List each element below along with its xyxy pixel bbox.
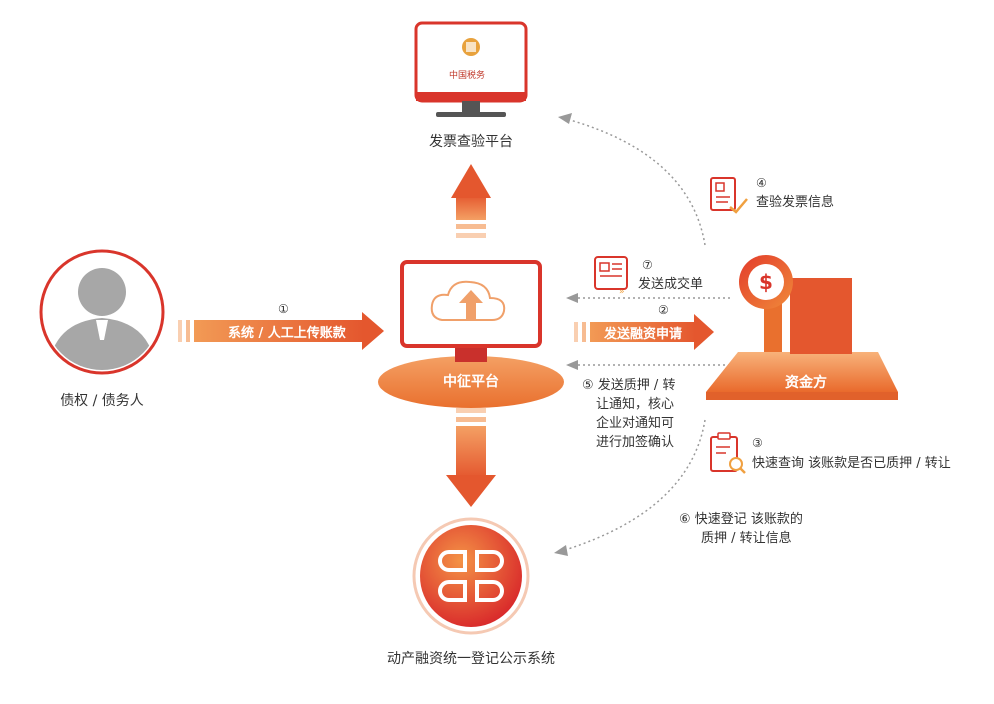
svg-text:»: » — [619, 287, 625, 297]
arrow-up-to-invoice — [451, 164, 491, 238]
step1-label: 系统 / 人工上传账款 — [228, 326, 346, 341]
step2-label: 发送融资申请 — [604, 327, 683, 342]
arrow-down-to-registry — [446, 408, 496, 507]
step1-number: ① — [278, 302, 289, 316]
funder-node: $ — [706, 255, 898, 400]
step7-number: ⑦ — [642, 258, 653, 272]
step6-label: ⑥ 快速登记 该账款的 质押 / 转让信息 — [679, 512, 803, 546]
debtor-avatar — [39, 249, 165, 375]
step5-number: ⑤ — [582, 378, 594, 393]
zhongzheng-platform — [378, 260, 564, 408]
zhongzheng-label: 中征平台 — [443, 374, 499, 390]
step3-label: 快速查询 该账款是否已质押 / 转让 — [752, 456, 951, 471]
step4-number: ④ — [756, 176, 767, 190]
invoice-platform-logo-text: 中国税务 — [449, 71, 486, 81]
deal-document-icon: » — [594, 256, 628, 297]
step5-label: ⑤ 发送质押 / 转 让通知，核心 企业对通知可 进行加签确认 — [582, 378, 676, 450]
query-clipboard-icon — [710, 432, 746, 474]
step3-number: ③ — [752, 436, 763, 450]
dotted-arrow-step4 — [558, 113, 706, 246]
dotted-arrow-step5 — [566, 360, 730, 370]
arrow-step1 — [178, 312, 384, 350]
step7-label: 发送成交单 — [638, 277, 704, 292]
registry-logo-icon — [438, 550, 504, 602]
dollar-icon: $ — [759, 270, 773, 294]
cloud-upload-icon — [430, 280, 506, 321]
invoice-check-icon — [710, 177, 748, 214]
dotted-arrow-step6 — [554, 419, 706, 556]
funder-label: 资金方 — [785, 375, 827, 391]
tax-emblem-icon — [462, 38, 480, 56]
step6-number: ⑥ — [679, 512, 691, 527]
svg-text:$: $ — [759, 270, 773, 294]
step2-number: ② — [658, 303, 669, 317]
debtor-label: 债权 / 债务人 — [60, 393, 144, 409]
registry-label: 动产融资统一登记公示系统 — [387, 651, 555, 667]
registry-node — [412, 517, 530, 635]
dotted-arrow-step7 — [566, 293, 730, 303]
arrow-step2 — [574, 314, 714, 350]
invoice-platform-label: 发票查验平台 — [429, 134, 513, 150]
invoice-platform-monitor — [414, 21, 528, 117]
step4-label: 查验发票信息 — [756, 195, 835, 210]
